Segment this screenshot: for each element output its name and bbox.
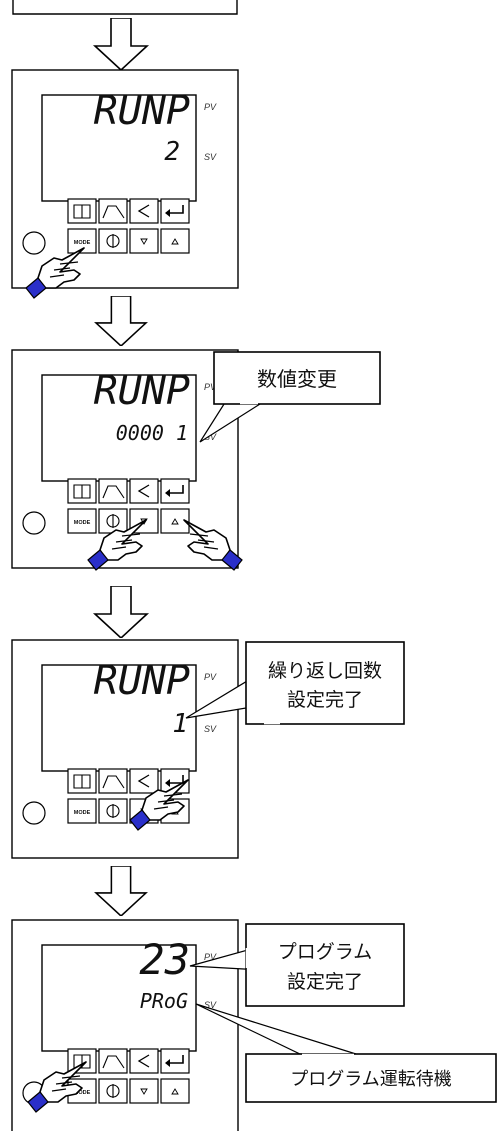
callout-program-done: プログラム 設定完了 (189, 923, 405, 1007)
run-key[interactable] (98, 508, 128, 534)
up-key[interactable] (160, 1078, 190, 1104)
mode-label: MODE (74, 810, 91, 816)
back-arrow-icon (137, 774, 150, 788)
pv-label: PV (204, 382, 217, 392)
pv-label: PV (204, 672, 217, 682)
down-arrow-icon (94, 18, 148, 70)
up-triangle-icon (171, 1088, 179, 1095)
pv-label: PV (204, 952, 217, 962)
power-icon (106, 234, 120, 248)
indicator-lamp (22, 231, 46, 255)
run-key[interactable] (98, 228, 128, 254)
down-arrow-icon (94, 586, 148, 638)
back-key[interactable] (129, 198, 159, 224)
indicator-lamp (22, 511, 46, 535)
enter-key[interactable] (160, 1048, 190, 1074)
down-triangle-icon (140, 1088, 148, 1095)
up-triangle-icon (171, 238, 179, 245)
up-triangle-icon (171, 518, 179, 525)
callout-text: 数値変更 (257, 367, 337, 391)
pv-display: RUNP (94, 88, 190, 134)
back-arrow-icon (137, 204, 150, 218)
pv-display: RUNP (94, 658, 190, 704)
mode-key[interactable]: MODE (67, 508, 97, 534)
callout-text: プログラム運転待機 (290, 1069, 451, 1090)
sv-label: SV (204, 1000, 217, 1010)
controller-panel: RUNP PV 1 SV MODE (11, 639, 239, 859)
pv-display: RUNP (94, 368, 190, 414)
book-icon (73, 204, 91, 219)
program-key[interactable] (98, 198, 128, 224)
program-curve-icon (102, 775, 125, 789)
enter-key[interactable] (160, 198, 190, 224)
sv-label: SV (204, 724, 217, 734)
sv-display: 0000 1 (116, 421, 188, 445)
enter-icon (165, 1055, 184, 1067)
program-curve-icon (102, 485, 125, 499)
down-arrow-icon (95, 296, 147, 346)
callout-program-standby: プログラム運転待機 (195, 1003, 497, 1103)
controller-panel: 23 PV PRoG SV MODE (11, 919, 239, 1131)
enter-icon (165, 205, 184, 217)
indicator-lamp (22, 801, 46, 825)
pv-display: 23 (139, 935, 190, 984)
run-key[interactable] (98, 798, 128, 824)
back-key[interactable] (129, 768, 159, 794)
enter-icon (165, 485, 184, 497)
callout-text-line2: 設定完了 (287, 971, 363, 993)
down-key[interactable] (129, 1078, 159, 1104)
program-curve-icon (102, 205, 125, 219)
run-key[interactable] (98, 1078, 128, 1104)
controller-panel: RUNP PV 2 SV MODE (11, 69, 239, 299)
callout-value-change: 数値変更 (199, 351, 381, 443)
down-key[interactable] (129, 228, 159, 254)
back-arrow-icon (137, 484, 150, 498)
callout-text-line2: 設定完了 (287, 689, 363, 711)
callout-repeat-done: 繰り返し回数 設定完了 (185, 641, 405, 725)
back-key[interactable] (129, 478, 159, 504)
pv-label: PV (204, 102, 217, 112)
book-key[interactable] (67, 768, 97, 794)
sv-label: SV (204, 152, 217, 162)
sv-display: 2 (164, 137, 180, 167)
mode-label: MODE (74, 1090, 91, 1096)
down-triangle-icon (140, 238, 148, 245)
previous-step-box (12, 0, 238, 15)
controller-panel: RUNP PV 0000 1 SV MODE (11, 349, 243, 571)
mode-label: MODE (74, 240, 91, 246)
up-key[interactable] (160, 228, 190, 254)
sv-label: SV (204, 432, 217, 442)
back-arrow-icon (137, 1054, 150, 1068)
book-key[interactable] (67, 198, 97, 224)
program-key[interactable] (98, 768, 128, 794)
book-key[interactable] (67, 478, 97, 504)
power-icon (106, 1084, 120, 1098)
program-key[interactable] (98, 1048, 128, 1074)
program-key[interactable] (98, 478, 128, 504)
mode-label: MODE (74, 520, 91, 526)
sv-display: PRoG (140, 989, 188, 1013)
program-curve-icon (102, 1055, 125, 1069)
power-icon (106, 804, 120, 818)
mode-key[interactable]: MODE (67, 798, 97, 824)
down-arrow-icon (95, 866, 147, 916)
callout-text-line1: プログラム (278, 941, 372, 963)
callout-text-line1: 繰り返し回数 (268, 660, 382, 682)
back-key[interactable] (129, 1048, 159, 1074)
book-icon (73, 774, 91, 789)
book-icon (73, 484, 91, 499)
sv-display: 1 (172, 709, 188, 739)
enter-key[interactable] (160, 478, 190, 504)
power-icon (106, 514, 120, 528)
